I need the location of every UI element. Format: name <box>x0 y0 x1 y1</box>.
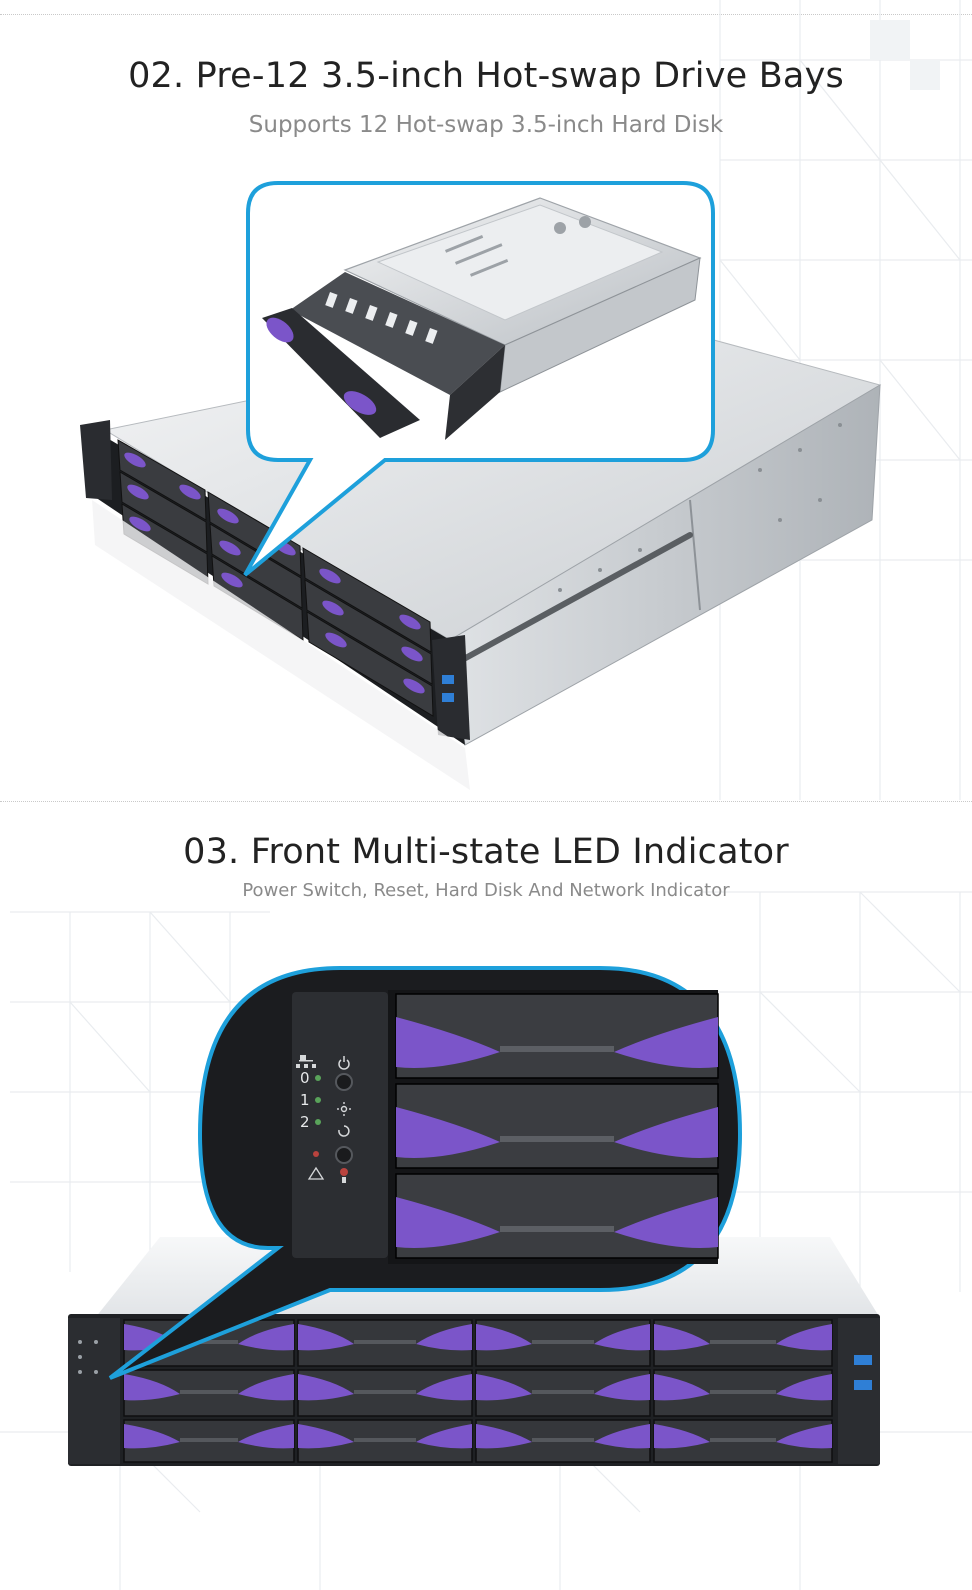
right-ear <box>838 1318 880 1464</box>
led-label-0: 0 <box>300 1069 310 1087</box>
led-panel <box>292 992 388 1258</box>
server-front-illustration: 0 1 2 <box>68 966 880 1466</box>
reset-button[interactable] <box>335 1146 353 1164</box>
status-led <box>315 1075 321 1125</box>
section-divider <box>0 801 972 802</box>
section-subtitle: Supports 12 Hot-swap 3.5-inch Hard Disk <box>248 112 724 138</box>
warning-icon <box>307 1166 325 1180</box>
section-title: 02. Pre-12 3.5-inch Hot-swap Drive Bays <box>128 56 844 96</box>
section-drive-bays: 02. Pre-12 3.5-inch Hot-swap Drive Bays … <box>80 0 972 800</box>
left-ear <box>68 1318 120 1464</box>
led-label-1: 1 <box>300 1091 310 1109</box>
mute-icon <box>340 1168 348 1183</box>
usb-port <box>854 1380 872 1390</box>
network-icon <box>296 1055 316 1068</box>
section-subtitle: Power Switch, Reset, Hard Disk And Netwo… <box>242 880 730 901</box>
usb-port <box>854 1355 872 1365</box>
drive-bay-grid <box>123 1319 833 1463</box>
power-icon <box>338 1056 350 1070</box>
power-button[interactable] <box>335 1073 353 1091</box>
hdd-activity-icon <box>337 1102 351 1116</box>
alarm-led <box>313 1151 319 1157</box>
reset-icon <box>338 1125 350 1137</box>
background-grid <box>719 0 972 800</box>
top-divider <box>0 14 972 15</box>
server-chassis-illustration <box>80 181 882 790</box>
section-led-indicator: 03. Front Multi-state LED Indicator Powe… <box>0 812 972 1590</box>
section-title: 03. Front Multi-state LED Indicator <box>183 832 789 872</box>
led-label-2: 2 <box>300 1113 310 1131</box>
hard-drive-tray <box>262 197 702 440</box>
